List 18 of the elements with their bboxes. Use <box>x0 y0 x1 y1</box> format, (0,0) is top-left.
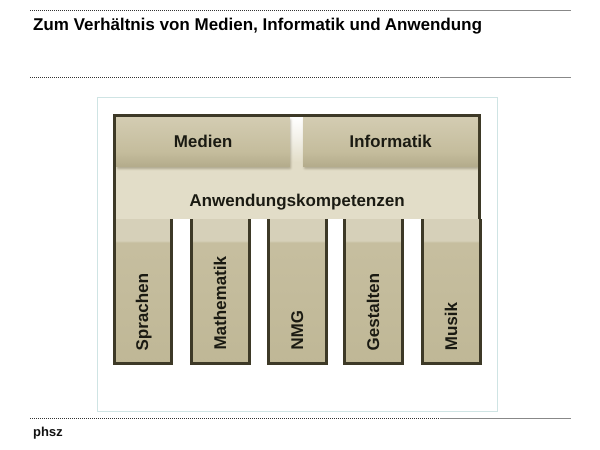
subject-label: Gestalten <box>364 272 384 350</box>
band-label: Anwendungskompetenzen <box>189 191 405 211</box>
topic-box <box>116 117 290 167</box>
topic-label: Medien <box>174 132 232 152</box>
subject-label: Musik <box>442 302 462 350</box>
subject-pillar <box>190 219 251 365</box>
subject-pillar <box>343 219 404 365</box>
subject-label: Sprachen <box>133 272 153 350</box>
subject-pillar <box>267 219 328 365</box>
footer-text: phsz <box>33 424 63 439</box>
subject-pillar <box>421 219 482 365</box>
topic-box <box>303 117 478 167</box>
subject-label: Mathematik <box>210 256 230 350</box>
subject-label: NMG <box>288 310 308 350</box>
topic-label: Informatik <box>349 132 432 152</box>
competence-band <box>113 114 481 219</box>
subject-pillar <box>113 219 173 365</box>
slide-title: Zum Verhältnis von Medien, Informatik und Anwendung <box>33 15 482 35</box>
